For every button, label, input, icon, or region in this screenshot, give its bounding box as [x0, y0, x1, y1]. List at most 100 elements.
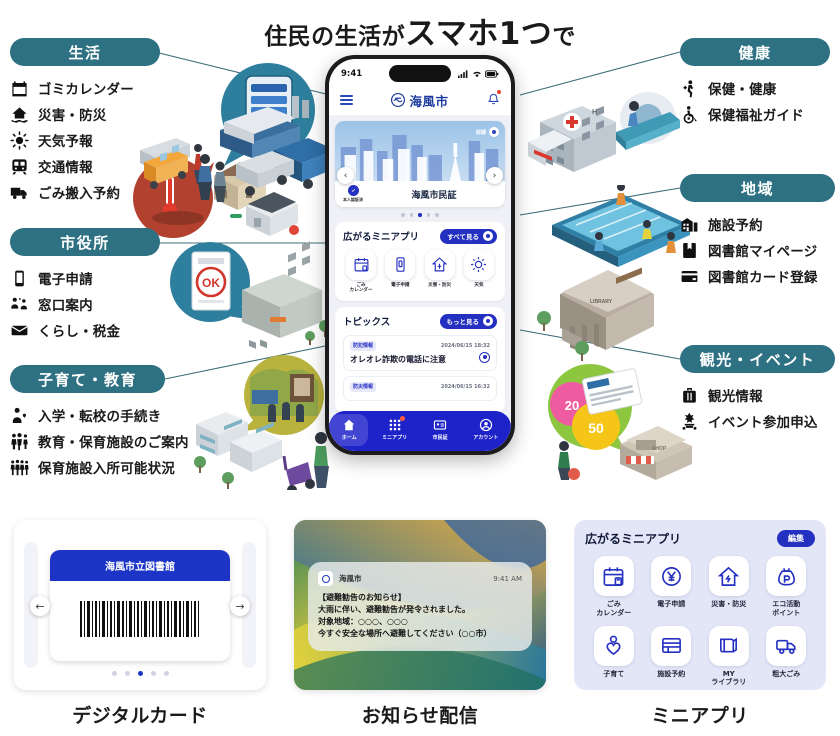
wifi-icon	[473, 71, 481, 78]
bell-icon[interactable]	[487, 89, 501, 110]
list-item-nursery-availability[interactable]: 保育施設入所可能状況	[10, 454, 175, 480]
tab-citizen-card[interactable]: 市民証	[433, 418, 448, 441]
citizen-id-card[interactable]: 詳細 ‹ › 本人認証済 海風市民証	[335, 121, 505, 207]
chevron-right-icon	[483, 231, 493, 241]
carousel-dot-active[interactable]	[137, 671, 143, 676]
list-item-event-apply[interactable]: イベント参加申込	[680, 408, 835, 434]
miniapp-disaster[interactable]: 災害・防災	[700, 556, 758, 618]
list-item-health[interactable]: 保健・健康	[680, 75, 830, 101]
carousel-dot[interactable]	[409, 213, 414, 217]
list-item-facility-reserve[interactable]: 施設予約	[680, 211, 835, 237]
list-item-weather[interactable]: 天気予報	[10, 127, 160, 153]
carousel-dot[interactable]	[401, 213, 405, 217]
miniapp-grid-title: 広がるミニアプリ	[585, 532, 682, 546]
topic-date: 2024/06/15 18:32	[440, 342, 490, 349]
battery-icon	[485, 70, 499, 78]
category-pill-kanko: 観光・イベント	[680, 345, 835, 373]
id-card-icon	[434, 419, 447, 430]
city-skyline-illustration	[335, 121, 505, 181]
festival-icon	[680, 412, 699, 431]
list-item-library-mypage[interactable]: 図書館マイページ	[680, 237, 835, 263]
carousel-dot[interactable]	[124, 671, 130, 676]
list-item-enrollment[interactable]: 入学・転校の手続き	[10, 402, 165, 428]
digital-card-next-button[interactable]: →	[230, 596, 250, 616]
library-card[interactable]: 海風市立図書館	[50, 549, 230, 661]
digital-card-prev-button[interactable]: ←	[30, 596, 50, 616]
title-part-2: スマホ1つ	[405, 16, 553, 52]
list-item-label: ごみ搬入予約	[38, 186, 121, 202]
miniapp-eapplication[interactable]: 電子申請	[643, 556, 701, 618]
list-item-eapplication[interactable]: 電子申請	[10, 265, 160, 291]
digital-card-dots[interactable]	[14, 671, 266, 676]
list-item-welfare-guide[interactable]: 保健福祉ガイド	[680, 101, 830, 127]
library-card-body	[50, 581, 230, 661]
tab-badge	[400, 415, 406, 421]
topic-row[interactable]: 防犯情報 2024/06/15 18:32 オレオレ詐欺の電話に注意	[343, 334, 497, 371]
list-item-tourism-info[interactable]: 観光情報	[680, 382, 835, 408]
miniapp-gomi-calendar[interactable]: ごみカレンダー	[343, 249, 379, 294]
card-detail-button[interactable]: 詳細	[476, 127, 499, 137]
notification-preview: 海風市 9:41 AM 【避難勧告のお知らせ】 大雨に伴い、避難勧告が発令されま…	[294, 520, 546, 690]
tab-account[interactable]: アカウント	[473, 418, 498, 441]
card-detail-chevron-icon	[489, 127, 499, 137]
miniapp-weather[interactable]: 天気	[461, 249, 497, 294]
tab-home[interactable]: ホーム	[342, 418, 357, 441]
list-item-disaster[interactable]: 災害・防災	[10, 101, 160, 127]
illustration-cityhall: OK	[170, 241, 330, 349]
svg-text:20: 20	[565, 398, 579, 413]
carousel-dot[interactable]	[163, 671, 169, 676]
miniapp-eapplication[interactable]: 電子申請	[382, 249, 418, 294]
list-item-gomi-reserve[interactable]: ごみ搬入予約	[10, 179, 160, 205]
miniapp-childcare[interactable]: 子育て	[585, 625, 643, 688]
digital-card-preview: ← → 海風市立図書館	[14, 520, 266, 690]
miniapp-bulky-waste[interactable]: 粗大ごみ	[758, 625, 816, 688]
illustration-pool	[552, 185, 690, 267]
topics-see-more-button[interactable]: もっと見る	[439, 313, 497, 329]
illustration-hospital: H	[528, 92, 680, 172]
list-item-counter[interactable]: 窓口案内	[10, 291, 160, 317]
list-item-traffic[interactable]: 交通情報	[10, 153, 160, 179]
card-next-button[interactable]: ›	[486, 167, 503, 184]
carousel-dot[interactable]	[111, 671, 117, 676]
notification-banner[interactable]: 海風市 9:41 AM 【避難勧告のお知らせ】 大雨に伴い、避難勧告が発令されま…	[308, 562, 532, 651]
miniapp-gomi-calendar[interactable]: ごみカレンダー	[585, 556, 643, 618]
category-pill-seikatsu: 生活	[10, 38, 160, 66]
miniapp-label: 災害・防災	[428, 282, 452, 288]
card-prev-button[interactable]: ‹	[337, 167, 354, 184]
list-item-library-card[interactable]: 図書館カード登録	[680, 263, 835, 289]
app-title: 海風市	[409, 93, 449, 109]
status-badge: 防犯情報	[350, 340, 377, 351]
topic-meta: 防犯情報 2024/06/15 18:32	[350, 340, 490, 351]
list-item-label: 電子申請	[38, 272, 93, 288]
notification-line: 今すぐ安全な場所へ避難してください（○○市）	[318, 629, 492, 638]
health-person-icon	[680, 79, 699, 98]
carousel-dot-active[interactable]	[418, 213, 422, 217]
card-footer: 本人認証済 海風市民証	[335, 181, 505, 207]
miniapp-eco-points[interactable]: エコ活動ポイント	[758, 556, 816, 618]
miniapp-panel: 広がるミニアプリ すべて見る ごみカレンダー 電子申	[335, 221, 505, 301]
topic-open-icon[interactable]	[479, 351, 490, 363]
miniapp-see-all-button[interactable]: すべて見る	[440, 228, 497, 244]
dynamic-island	[389, 65, 451, 82]
list-item-tax[interactable]: くらし・税金	[10, 317, 160, 343]
miniapp-disaster[interactable]: 災害・防災	[422, 249, 458, 294]
edit-button[interactable]: 編集	[777, 530, 815, 547]
card-icon	[680, 267, 699, 286]
card-carousel-dots[interactable]	[335, 207, 505, 222]
sun-icon	[463, 249, 494, 280]
carousel-dot[interactable]	[435, 213, 439, 217]
topic-row[interactable]: 防災情報 2024/06/15 16:32	[343, 375, 497, 401]
list-item-gomi-calendar[interactable]: ゴミカレンダー	[10, 75, 160, 101]
hamburger-icon[interactable]	[340, 92, 353, 107]
miniapp-facility-reserve[interactable]: 施設予約	[643, 625, 701, 688]
carousel-dot[interactable]	[426, 213, 431, 217]
carousel-dot[interactable]	[150, 671, 156, 676]
feature-digital-card: ← → 海風市立図書館	[14, 520, 266, 728]
sun-icon	[10, 130, 29, 150]
facility-icon	[651, 625, 692, 666]
list-item-education-facility[interactable]: 教育・保育施設のご案内	[10, 428, 189, 454]
wheelchair-icon	[680, 105, 699, 124]
tab-miniapp[interactable]: ミニアプリ	[382, 415, 407, 441]
calendar-icon	[593, 556, 634, 596]
